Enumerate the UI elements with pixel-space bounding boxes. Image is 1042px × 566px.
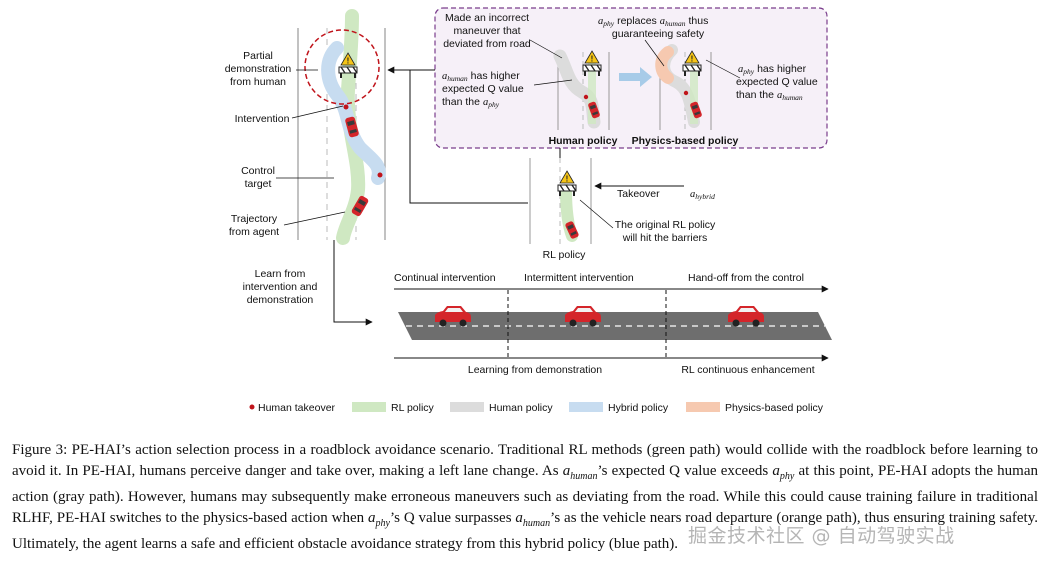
hit-label-1: The original RL policy (615, 219, 716, 231)
human-higher-label-2: expected Q value (442, 83, 524, 95)
continual-label: Continual intervention (394, 272, 496, 284)
rl-enhance-label: RL continuous enhancement (681, 364, 814, 376)
partial-demo-label-2: demonstration (225, 63, 292, 75)
legend-physics-policy: Physics-based policy (725, 402, 824, 414)
legend: Human takeover RL policy Human policy Hy… (249, 402, 824, 414)
control-target-label-2: target (245, 178, 272, 190)
human-policy-road (553, 49, 610, 130)
partial-demo-label-3: from human (230, 76, 286, 88)
trajectory-label-1: Trajectory (231, 213, 278, 225)
intervention-zone (304, 29, 380, 105)
policy-comparison-box: Made an incorrect maneuver that deviated… (434, 7, 828, 149)
takeover-label: Takeover (617, 188, 660, 200)
hybrid-action-label: ahybrid (690, 189, 715, 201)
intervention-label: Intervention (235, 113, 290, 125)
handoff-label: Hand-off from the control (688, 272, 804, 284)
hit-label-2: will hit the barriers (622, 232, 708, 244)
physics-policy-title: Physics-based policy (632, 135, 739, 147)
trajectory-label-2: from agent (229, 226, 279, 238)
figure-diagram: ! Partial demonstration from human Inter… (225, 7, 832, 414)
learning-demo-label: Learning from demonstration (468, 364, 602, 376)
legend-human-policy: Human policy (489, 402, 553, 414)
legend-human-takeover: Human takeover (258, 402, 336, 414)
left-labels: Partial demonstration from human Interve… (225, 50, 373, 326)
rl-policy-panel: RL policy Takeover ahybrid The original … (529, 158, 716, 261)
learn-arrow (333, 240, 373, 326)
legend-hybrid-policy: Hybrid policy (608, 402, 669, 414)
intermittent-label: Intermittent intervention (524, 272, 634, 284)
timeline: Continual intervention Intermittent inte… (394, 272, 832, 376)
learn-label-2: intervention and (243, 281, 318, 293)
human-policy-title: Human policy (549, 135, 618, 147)
left-road-panel (276, 9, 386, 245)
incorrect-label-3: deviated from road (443, 38, 531, 50)
physics-policy-road (655, 44, 712, 130)
incorrect-label-2: maneuver that (453, 25, 520, 37)
phy-higher-label-2: expected Q value (736, 76, 818, 88)
figure-caption: Figure 3: PE-HAI’s action selection proc… (12, 442, 1038, 553)
rl-policy-title: RL policy (543, 249, 587, 261)
partial-demo-label-1: Partial (243, 50, 273, 62)
watermark: 掘金技术社区 @ 自动驾驶实战 (688, 525, 955, 547)
learn-label-1: Learn from (255, 268, 306, 280)
legend-rl-policy: RL policy (391, 402, 435, 414)
control-target-label-1: Control (241, 165, 275, 177)
takeover-dot (377, 172, 383, 178)
takeover-dot (343, 104, 349, 110)
policy-switch-arrow (619, 67, 652, 87)
connector-arrows (387, 66, 684, 204)
replaces-label-2: guaranteeing safety (612, 28, 705, 40)
incorrect-label-1: Made an incorrect (445, 12, 529, 24)
learn-label-3: demonstration (247, 294, 314, 306)
